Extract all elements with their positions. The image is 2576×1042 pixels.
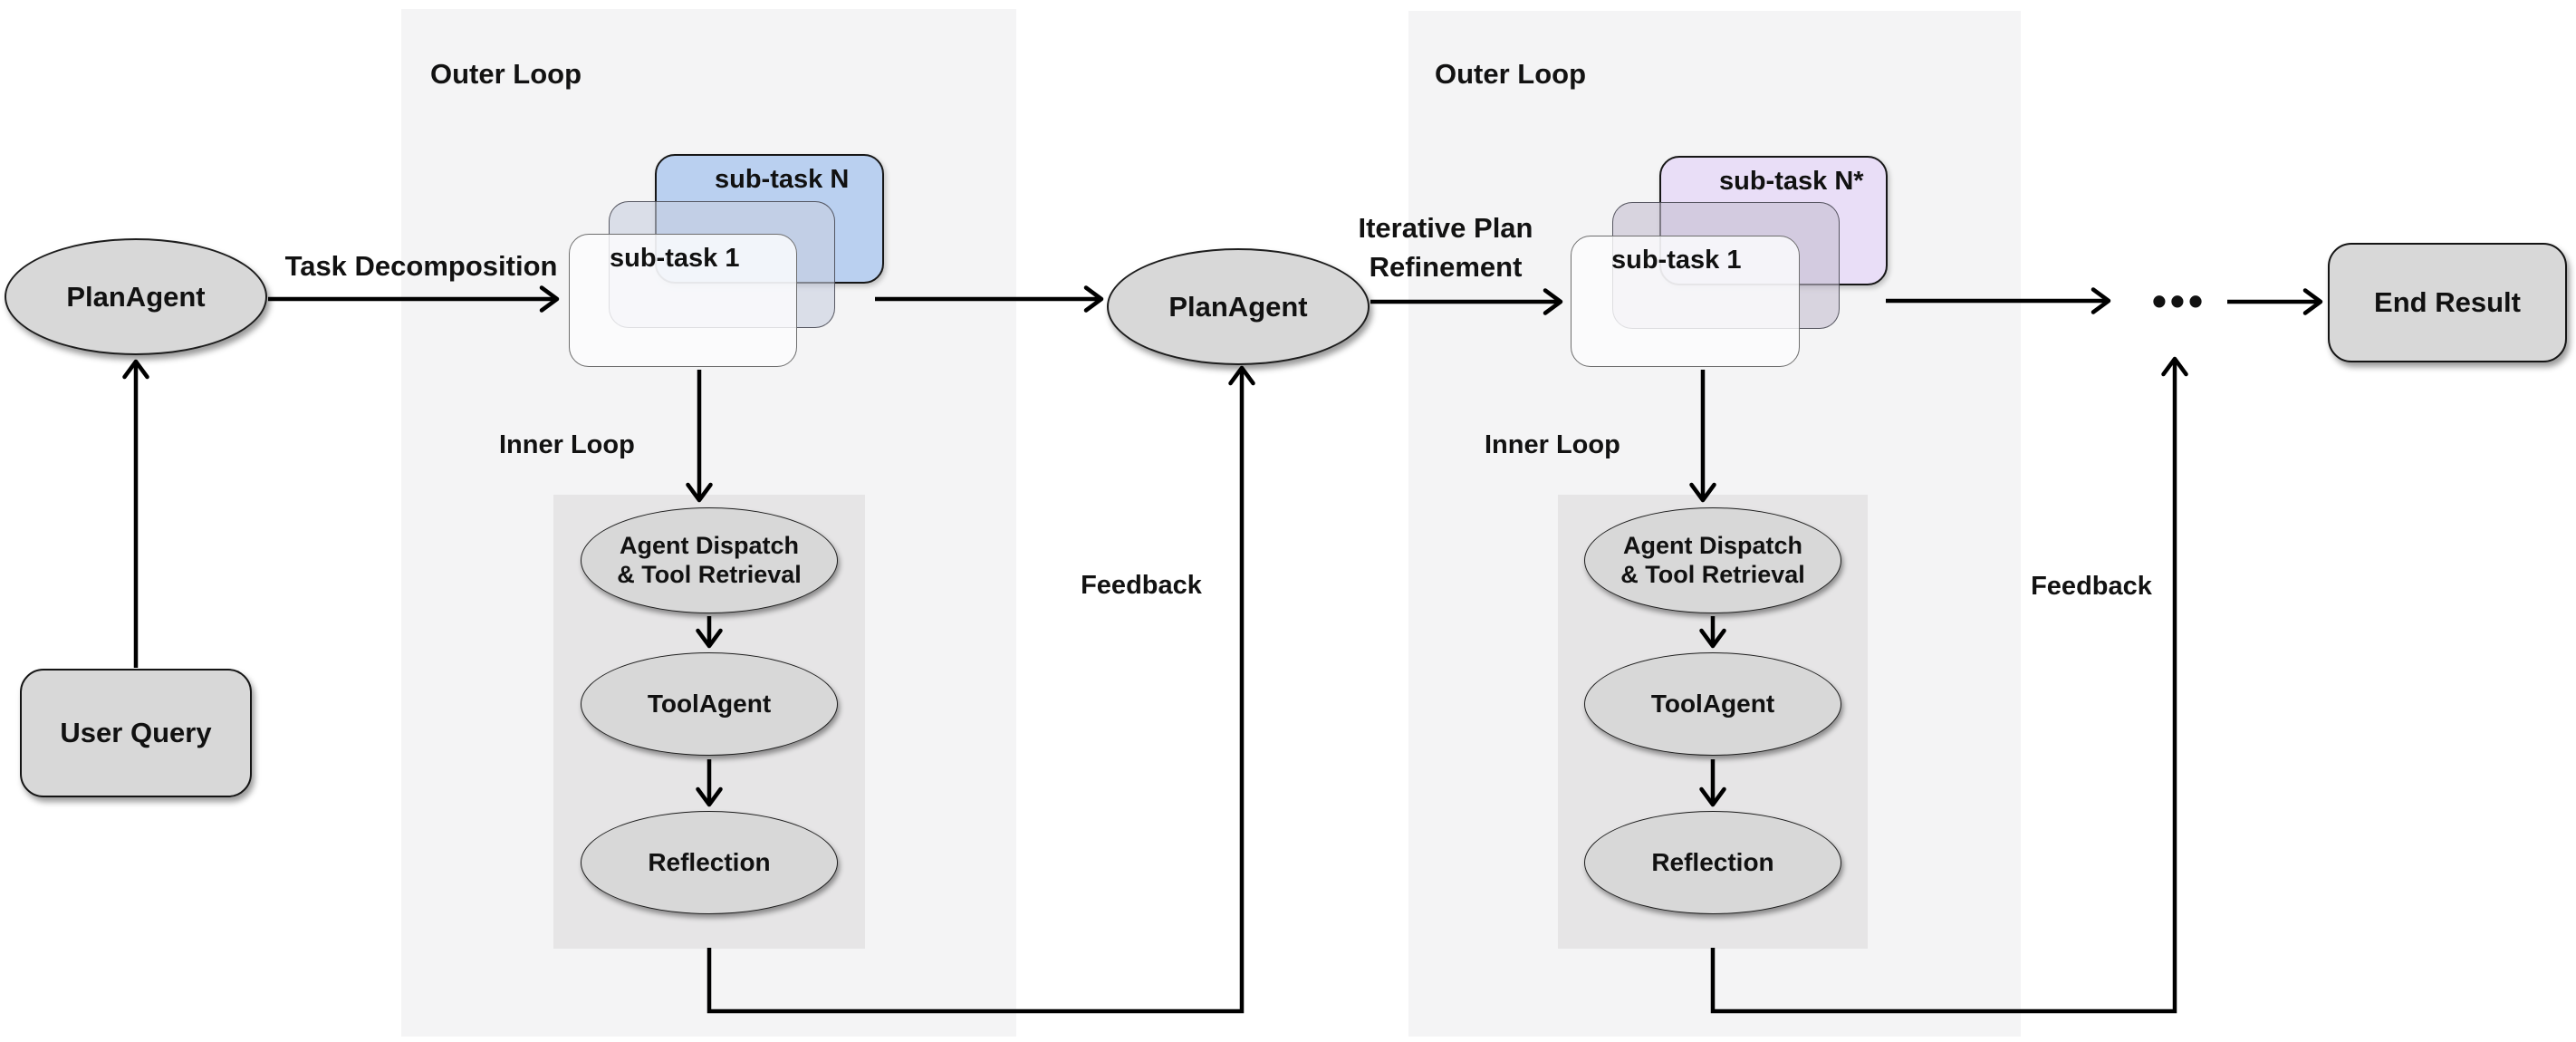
inner-loop-label-2: Inner Loop [1485, 430, 1620, 459]
node-agent-dispatch-1-line1: Agent Dispatch [619, 531, 799, 559]
subtask-card-1-1: sub-task 1 [569, 234, 797, 367]
node-plan-agent-1: PlanAgent [5, 238, 267, 355]
subtask-card-1-2-label: sub-task 1 [1611, 246, 1742, 275]
node-end-result-label: End Result [2374, 286, 2521, 318]
subtask-card-n-2-label: sub-task N* [1719, 167, 1864, 196]
node-plan-agent-2-label: PlanAgent [1168, 290, 1308, 323]
edge-label-task-decomposition: Task Decomposition [284, 250, 558, 282]
node-user-query-label: User Query [60, 717, 212, 748]
edge-label-iterative-plan-refinement-line2: Refinement [1369, 250, 1523, 283]
edge-label-feedback-2: Feedback [2031, 572, 2152, 601]
node-reflection-2-label: Reflection [1651, 847, 1774, 876]
node-user-query: User Query [20, 669, 252, 797]
node-reflection-1: Reflection [581, 811, 838, 914]
node-tool-agent-1: ToolAgent [581, 652, 838, 756]
node-plan-agent-2: PlanAgent [1107, 248, 1370, 365]
node-agent-dispatch-1: Agent Dispatch & Tool Retrieval [581, 507, 838, 613]
node-agent-dispatch-1-line2: & Tool Retrieval [617, 560, 802, 588]
node-agent-dispatch-1-label: Agent Dispatch & Tool Retrieval [617, 532, 802, 589]
node-agent-dispatch-2: Agent Dispatch & Tool Retrieval [1584, 507, 1841, 613]
node-end-result: End Result [2328, 243, 2567, 362]
subtask-card-1-2: sub-task 1 [1571, 236, 1800, 367]
node-reflection-1-label: Reflection [648, 847, 771, 876]
outer-loop-label-1: Outer Loop [430, 58, 582, 90]
node-agent-dispatch-2-line1: Agent Dispatch [1622, 531, 1802, 559]
node-agent-dispatch-2-label: Agent Dispatch & Tool Retrieval [1620, 532, 1805, 589]
outer-loop-label-2: Outer Loop [1435, 58, 1587, 90]
ellipsis-dots: ••• [2151, 277, 2207, 324]
edge-label-iterative-plan-refinement: Iterative Plan Refinement [1305, 209, 1586, 287]
node-tool-agent-1-label: ToolAgent [647, 689, 772, 718]
node-tool-agent-2: ToolAgent [1584, 652, 1841, 756]
node-plan-agent-1-label: PlanAgent [66, 280, 206, 313]
node-agent-dispatch-2-line2: & Tool Retrieval [1620, 560, 1805, 588]
node-tool-agent-2-label: ToolAgent [1650, 689, 1775, 718]
subtask-card-1-1-label: sub-task 1 [610, 244, 740, 273]
edge-label-iterative-plan-refinement-line1: Iterative Plan [1358, 212, 1533, 244]
node-reflection-2: Reflection [1584, 811, 1841, 914]
inner-loop-label-1: Inner Loop [499, 430, 635, 459]
subtask-card-n-1-label: sub-task N [715, 165, 850, 194]
edge-label-feedback-1: Feedback [1081, 571, 1202, 600]
